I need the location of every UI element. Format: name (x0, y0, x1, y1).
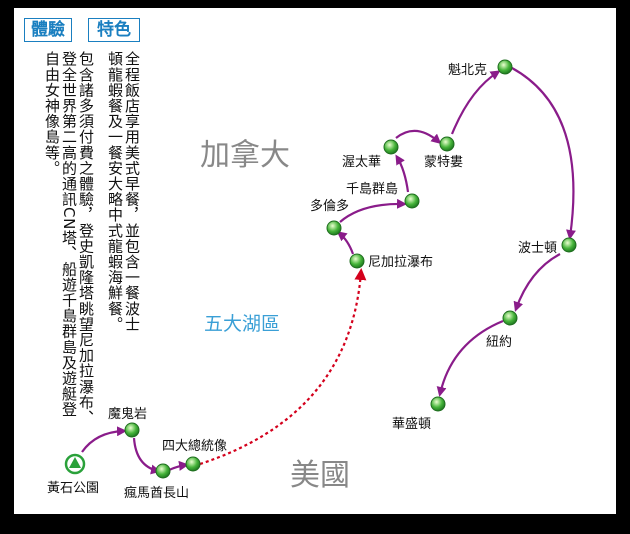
route-toronto-thousand-islands (339, 198, 407, 223)
stop-label-crazy-horse: 瘋馬酋長山 (124, 485, 189, 501)
stop-dot-niagara (349, 253, 365, 269)
stop-dot-washington (430, 396, 446, 412)
route-thousand-islands-ottawa (395, 154, 410, 193)
stop-dot-montreal (439, 136, 455, 152)
stop-label-new-york: 紐約 (486, 335, 512, 350)
stop-dot-boston (561, 237, 577, 253)
route-devils-tower-crazy-horse (132, 437, 161, 475)
stop-dot-quebec (497, 59, 513, 75)
stop-dot-new-york (502, 310, 518, 326)
stop-label-niagara: 尼加拉瀑布 (368, 255, 433, 270)
stop-dot-toronto (326, 220, 342, 236)
features-tag: 特色 (88, 18, 140, 42)
stop-label-montreal: 蒙特婁 (424, 155, 463, 170)
usa-label: 美國 (290, 458, 350, 493)
stop-label-thousand-islands: 千島群島 (346, 182, 398, 197)
route-yellowstone-devils-tower (81, 426, 127, 453)
start-marker-icon (64, 453, 86, 475)
flight-rushmore-niagara (199, 268, 367, 466)
stop-label-toronto: 多倫多 (310, 198, 349, 214)
route-boston-new-york (513, 253, 561, 312)
stop-dot-ottawa (383, 139, 399, 155)
stop-label-quebec: 魁北克 (448, 62, 487, 78)
stop-dot-rushmore (185, 456, 201, 472)
experience-description: 包含諸多須付費之體驗，登史凱隆塔眺望尼加拉瀑布、登全世界第二高的通訊CN塔、船遊… (43, 51, 95, 426)
stop-dot-thousand-islands (404, 193, 420, 209)
stop-label-boston: 波士頓 (518, 241, 557, 256)
stop-label-ottawa: 渥太華 (342, 155, 381, 170)
stop-label-devils-tower: 魔鬼岩 (108, 406, 147, 422)
experience-tag: 體驗 (24, 18, 72, 42)
stop-dot-crazy-horse (155, 463, 171, 479)
meals-description: 全程飯店享用美式早餐，並包含一餐波士頓龍蝦餐及一餐安大略中式龍蝦海鮮餐。 (106, 51, 141, 332)
stop-label-yellowstone: 黃石公園 (47, 481, 99, 496)
route-crazy-horse-rushmore (168, 460, 189, 472)
route-quebec-boston (511, 67, 576, 240)
route-montreal-quebec (450, 70, 501, 135)
stop-label-washington: 華盛頓 (392, 417, 431, 432)
stop-label-rushmore: 四大總統像 (162, 438, 227, 454)
stop-dot-devils-tower (124, 422, 140, 438)
map-panel: 體驗 特色 全程飯店享用美式早餐，並包含一餐波士頓龍蝦餐及一餐安大略中式龍蝦海鮮… (14, 8, 616, 514)
great-lakes-label: 五大湖區 (204, 313, 280, 335)
canada-label: 加拿大 (200, 138, 290, 173)
route-niagara-toronto (336, 231, 355, 255)
route-ottawa-montreal (395, 129, 442, 144)
route-new-york-washington (436, 319, 504, 397)
